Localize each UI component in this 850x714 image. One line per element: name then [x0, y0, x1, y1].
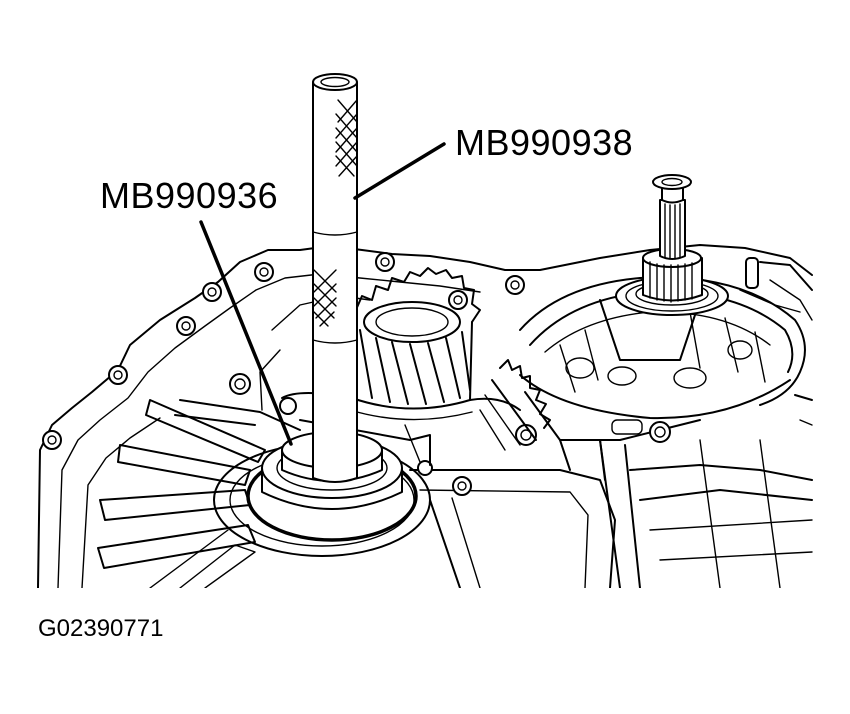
knurl-lower: [313, 269, 337, 327]
housing-ribs: [97, 399, 266, 588]
installer-handle-mb990938: [312, 73, 358, 483]
leader-mb990936: [199, 220, 293, 446]
park-gear-segment: [479, 359, 551, 451]
oil-pump-housing: [519, 257, 813, 481]
input-shaft: [615, 174, 729, 316]
helical-gear: [229, 267, 537, 466]
figure-id: G02390771: [38, 615, 164, 642]
knurl-upper: [335, 99, 358, 177]
case-bolt-bosses: [42, 252, 525, 450]
callout-mb990936: MB990936: [100, 175, 279, 216]
leader-mb990938: [353, 142, 446, 200]
callout-mb990938: MB990938: [455, 122, 634, 163]
transmission-case: [37, 244, 813, 588]
leader-lines: [199, 142, 446, 446]
